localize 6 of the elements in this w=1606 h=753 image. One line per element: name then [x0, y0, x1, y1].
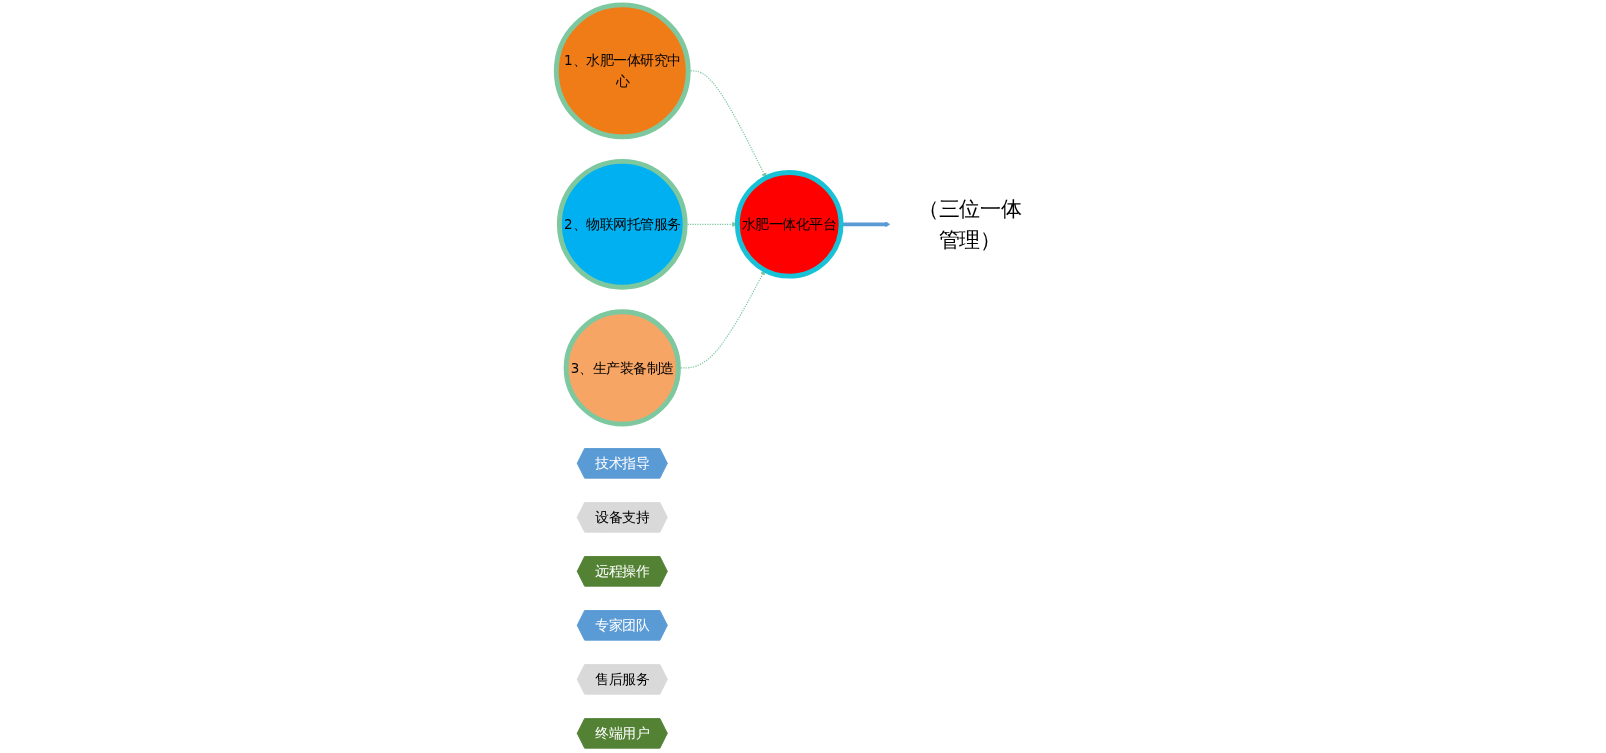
node-circle: 2、物联网托管服务 [556, 158, 688, 290]
node-circle: 1、水肥一体研究中心 [553, 2, 691, 140]
node-text: （三位一体管理） [917, 196, 1023, 252]
node-circle: 水肥一体化平台 [734, 170, 844, 279]
arrow [841, 221, 891, 227]
node-circle: 3、生产装备制造 [563, 309, 681, 427]
